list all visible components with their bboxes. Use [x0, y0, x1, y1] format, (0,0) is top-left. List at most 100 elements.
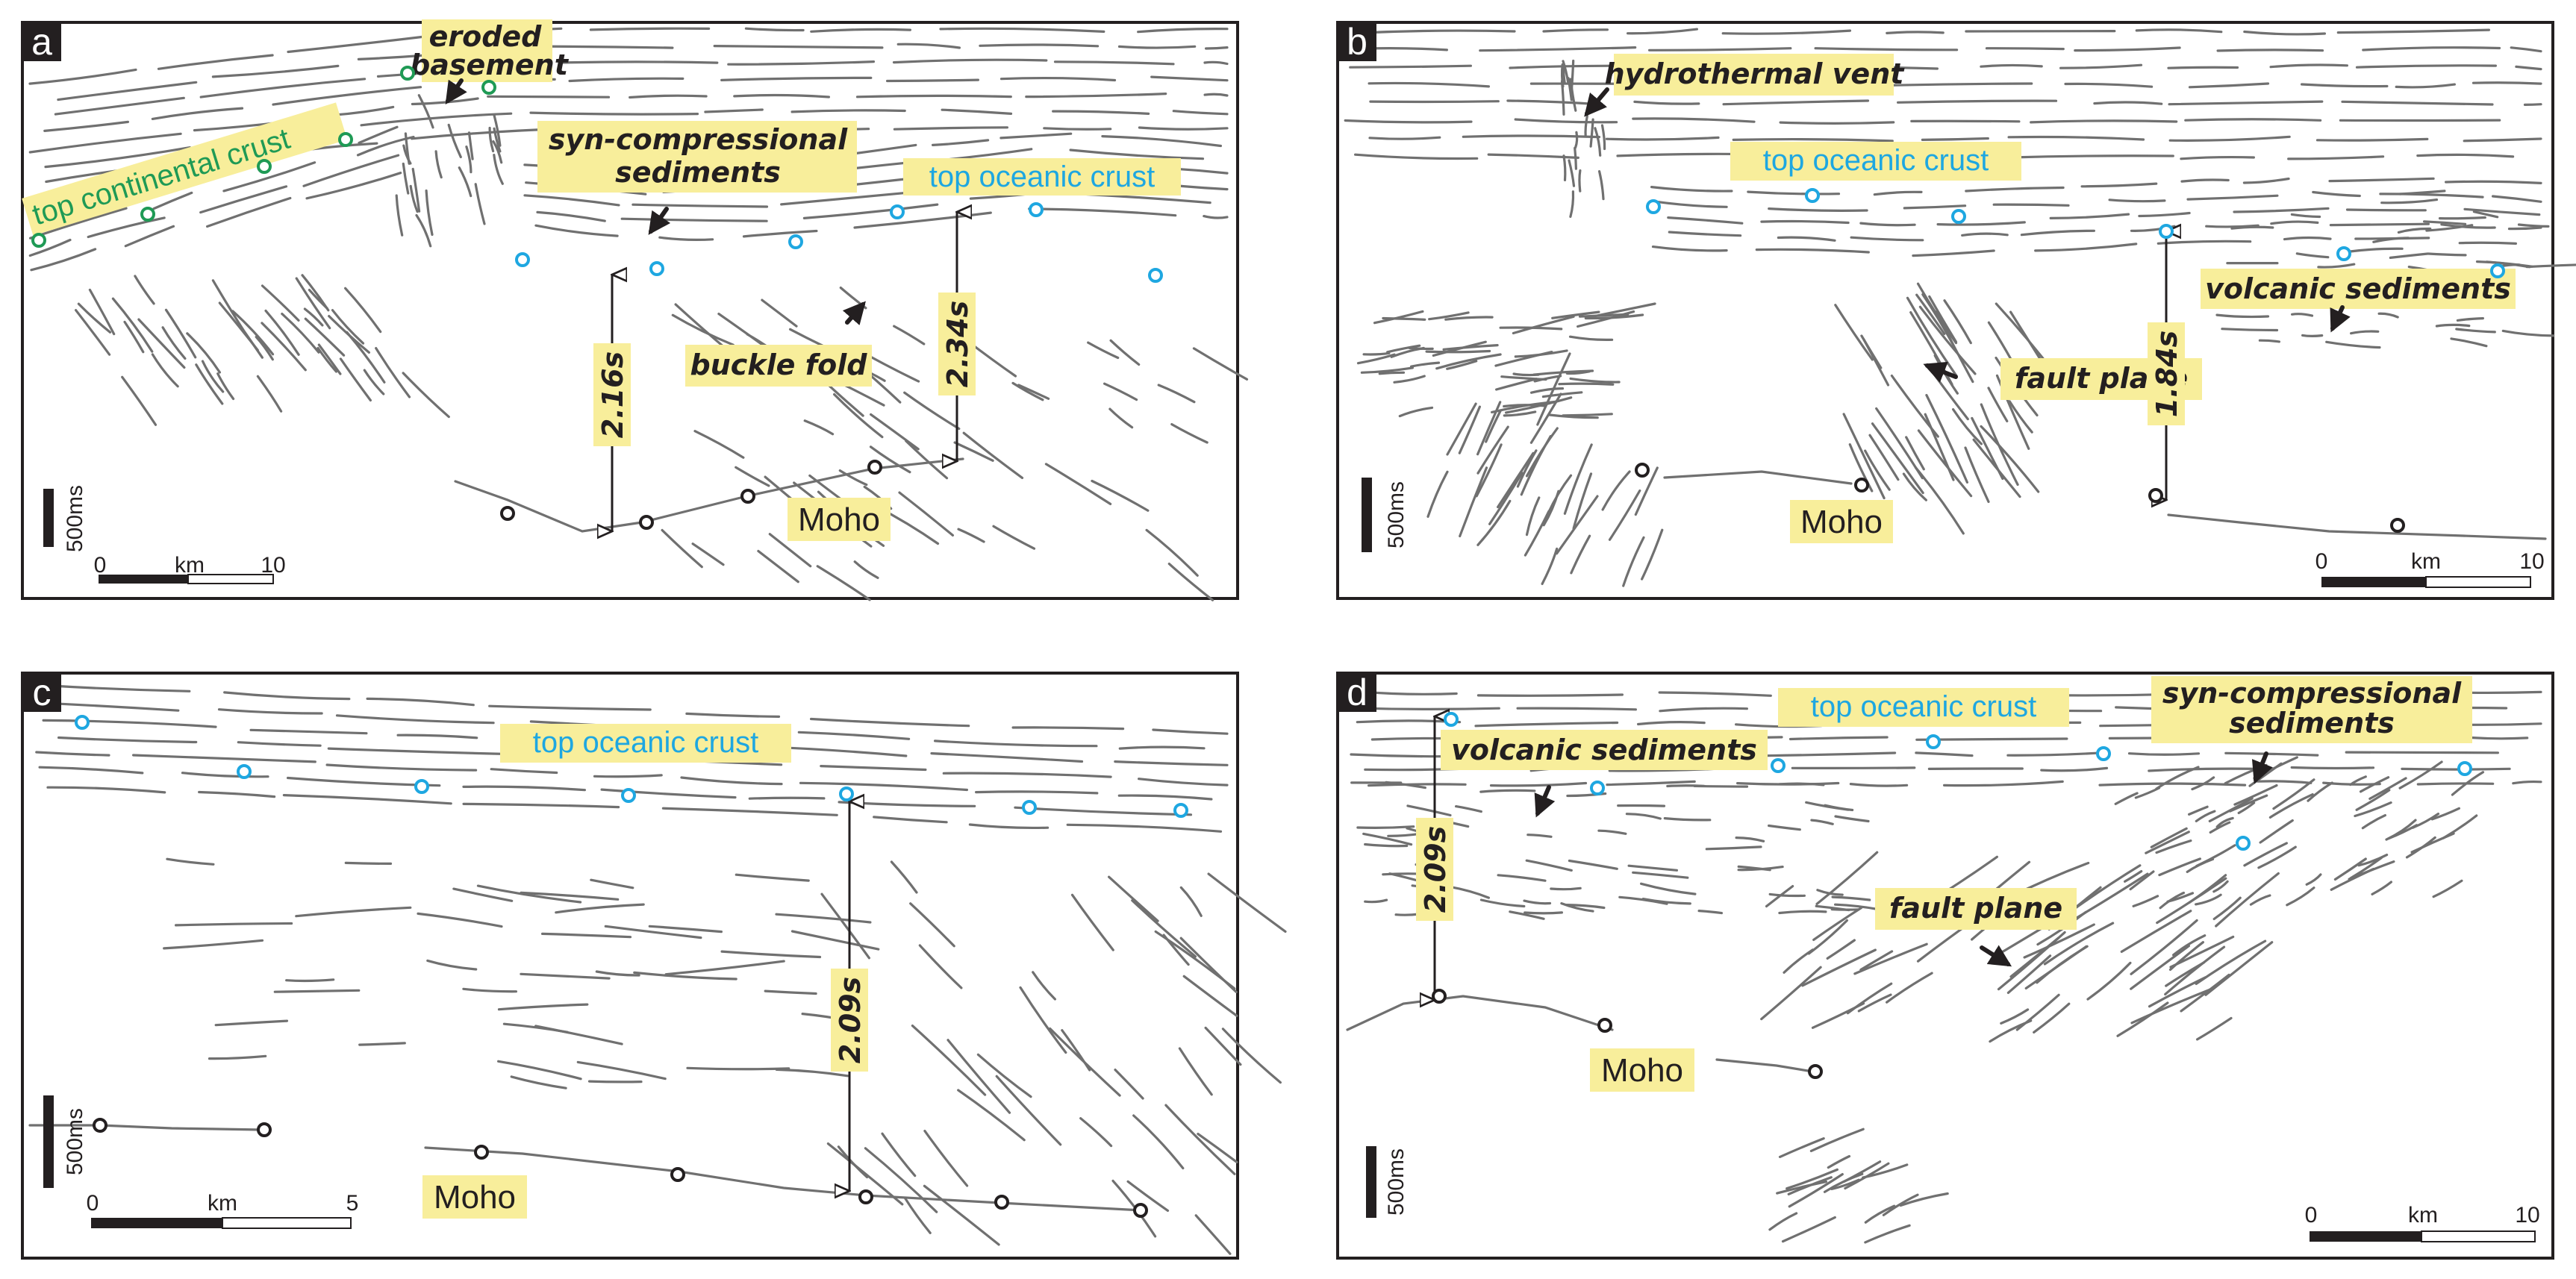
panel-c-thickness: 2.09s	[834, 977, 867, 1063]
panel-a-syn-reflector	[932, 139, 990, 146]
panel-c-sediment-reflector	[237, 741, 322, 747]
panel-a-continental-reflector	[124, 225, 175, 248]
panel-c-crust-reflector	[664, 960, 785, 976]
panel-d-fault-reflector	[2172, 934, 2207, 957]
panel-a-basement-reflector	[346, 331, 386, 384]
continental-crust-marker	[400, 66, 415, 81]
panel-d-fault-reflector	[1765, 885, 1794, 908]
oceanic-crust-marker	[839, 787, 854, 801]
panel-a-basement-reflector	[77, 302, 112, 334]
panel-c-km-scale-unit: km	[208, 1191, 237, 1216]
panel-b-sediment-reflector	[2510, 46, 2542, 53]
panel-b-fault-reflector	[1848, 443, 1874, 492]
panel-c-crust-reflector	[426, 959, 478, 971]
panel-b-volcanic-reflector	[2427, 252, 2467, 257]
moho-marker	[1597, 1018, 1612, 1033]
panel-c-crust-reflector	[590, 878, 634, 889]
panel-a-basement-reflector	[134, 275, 155, 305]
panel-b-sediment-reflector	[2006, 154, 2174, 159]
panel-a-sediment-reflector	[28, 68, 137, 85]
panel-d-syn-reflector	[2398, 760, 2443, 789]
panel-c-sediment-reflector	[930, 752, 1084, 763]
panel-c-sediment-reflector	[873, 816, 948, 824]
panel-c-sediment-reflector	[975, 790, 1099, 795]
panel-c-sediment-reflector	[680, 776, 783, 786]
panel-c-sediment-reflector	[838, 801, 976, 807]
panel-a-basement-reflector	[256, 375, 283, 413]
panel-d-sediment-reflector	[1788, 736, 1889, 741]
panel-a-crust-reflector	[992, 525, 1036, 550]
panel-d-volcanic-highlight	[1441, 730, 1768, 770]
panel-b-crust-reflector	[1667, 216, 1744, 225]
panel-b-deep-reflector	[1570, 534, 1591, 575]
panel-b-moho-reflector	[2167, 513, 2547, 540]
panel-b-crust-reflector	[2020, 229, 2095, 237]
panel-d-deep-reflector	[1776, 1180, 1828, 1195]
panel-b-volcanic-reflector	[2398, 190, 2446, 196]
panel-b-deep-reflector	[1601, 470, 1631, 511]
panel-b-crust-reflector	[2156, 240, 2252, 245]
panel-b-fault-reflector	[1905, 436, 1925, 471]
panel-d-syn-reflector	[2349, 775, 2367, 787]
panel-d-deep-reflector	[1781, 1216, 1836, 1243]
panel-a-sediment-reflector	[1150, 75, 1229, 82]
panel-d-syn-reflector	[2158, 857, 2201, 877]
panel-b-moho-highlight	[1790, 500, 1893, 543]
panel-a-sediment-reflector	[272, 86, 422, 106]
panel-c-crust-reflector	[520, 891, 620, 901]
panel-c-dip-reflector	[1221, 1028, 1282, 1084]
panel-a-continental-reflector	[87, 216, 166, 239]
panel-b-deep-reflector	[1541, 547, 1559, 585]
panel-d-fault-reflector	[2043, 922, 2115, 966]
panel-d-syn-reflector	[2233, 784, 2278, 806]
oceanic-crust-marker	[1646, 199, 1661, 214]
panel-d-sediment-reflector	[1489, 781, 1588, 787]
oceanic-crust-marker	[1951, 209, 1966, 224]
panel-d-volcanic-reflector	[1810, 819, 1834, 825]
panel-c-letter: c	[33, 672, 52, 713]
panel-c-crust-reflector	[595, 970, 640, 977]
panel-c-thickness-highlight	[831, 969, 868, 1072]
panel-b-fault-reflector	[1964, 446, 1990, 503]
panel-d-moho-highlight	[1590, 1048, 1694, 1092]
panel-a-continental-highlight	[22, 102, 348, 236]
panel-c-sediment-reflector	[327, 747, 520, 756]
panel-b-lower-reflector	[1512, 315, 1575, 335]
panel-a-sediment-reflector	[199, 78, 367, 98]
panel-c-dip-reflector	[1194, 1214, 1232, 1255]
panel-d-volcanic-reflector	[1834, 903, 1880, 911]
panel-d-fault-reflector	[1760, 966, 1822, 1021]
panel-d-fault-reflector	[2023, 923, 2095, 959]
moho-marker	[858, 1189, 873, 1204]
panel-d-fault-reflector	[2120, 910, 2192, 953]
panel-b-fault-reflector	[1972, 438, 2021, 498]
panel-a-syn-reflector	[1101, 135, 1222, 148]
panel-c-dip-reflector	[1179, 886, 1203, 917]
panel-b-volcanic-reflector	[2301, 334, 2324, 337]
panel-a-label-buckle-fold: buckle fold	[690, 348, 868, 381]
panel-d-deep-reflector	[1786, 1168, 1839, 1190]
panel-b-fault-reflector	[1987, 321, 2014, 363]
panel-b-volcanic-reflector	[2425, 224, 2474, 232]
panel-a-basement-reflector	[316, 346, 337, 373]
panel-c-frame	[21, 672, 1239, 1260]
panel-a-eroded-reflector	[488, 126, 495, 153]
panel-d-syn-reflector	[2361, 814, 2386, 830]
panel-a-continental-reflector	[30, 248, 97, 272]
panel-b-frame	[1336, 21, 2554, 600]
panel-d-syn-reflector	[2307, 781, 2333, 802]
panel-d-volcanic-reflector	[1735, 836, 1765, 842]
panel-a-sediment-reflector	[1137, 28, 1229, 34]
panel-c-sediment-reflector	[968, 823, 1050, 830]
panel-d-volcanic-reflector	[1560, 902, 1594, 913]
panel-b-crust-reflector	[2492, 195, 2542, 203]
panel-a: a eroded basement top continental crust …	[21, 19, 1249, 601]
panel-b-volcanic-reflector	[2377, 312, 2399, 319]
panel-d-sediment-reflector	[2257, 780, 2313, 784]
panel-c-crust-reflector	[648, 925, 723, 934]
panel-a-sediment-reflector	[893, 126, 1008, 131]
panel-b-crust-reflector	[2034, 243, 2138, 252]
panel-a-sediment-reflector	[151, 107, 244, 120]
panel-b-volcanic-reflector	[2221, 328, 2279, 332]
panel-c-sediment-reflector	[1138, 778, 1229, 787]
